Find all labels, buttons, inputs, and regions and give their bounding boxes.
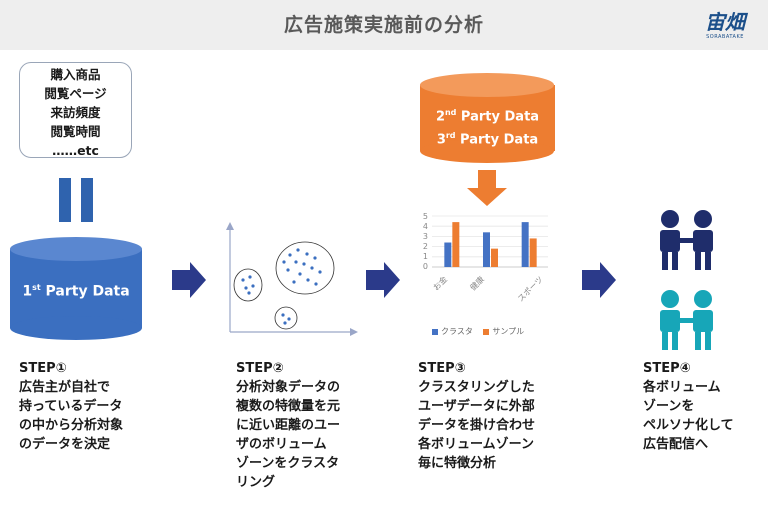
legend-label: サンプル <box>492 327 525 336</box>
external-database-icon <box>420 73 555 163</box>
attribute-item: 閲覧時間 <box>50 124 101 139</box>
header-bar <box>0 0 768 50</box>
attribute-item: 来訪頻度 <box>50 105 101 120</box>
analysis-bar-chart: 5 4 3 2 1 0 お金 健康 スポーツ クラスタ サンプル <box>418 208 558 342</box>
attribute-item: ……etc <box>52 143 99 158</box>
step-title: STEP④ <box>643 361 691 376</box>
bar-cluster <box>483 232 490 267</box>
legend-swatch-sample <box>483 328 490 335</box>
first-party-database-icon <box>10 237 142 340</box>
right-arrow-icon <box>172 262 206 298</box>
external-data-label: 2nd Party Data 3rd Party Data <box>420 103 555 150</box>
bar-left <box>59 178 71 222</box>
down-arrow-icon <box>467 170 507 206</box>
persona-icon <box>660 210 713 270</box>
bar-sample <box>491 248 498 267</box>
step-4: STEP④ 各ボリューム ゾーンを ペルソナ化して 広告配信へ <box>643 360 734 454</box>
step-description: 各ボリューム ゾーンを ペルソナ化して 広告配信へ <box>643 380 734 452</box>
legend-swatch-cluster <box>432 328 438 335</box>
step-2: STEP② 分析対象データの 複数の特徴量を元 に近い距離のユー ザのボリューム… <box>236 360 340 492</box>
bar-right <box>81 178 93 222</box>
step-title: STEP② <box>236 361 284 376</box>
step-title: STEP③ <box>418 361 466 376</box>
first-party-label: 1st Party Data <box>22 283 130 300</box>
bar-sample <box>452 222 460 267</box>
vertical-bars-connector <box>59 178 93 222</box>
page-title: 広告施策実施前の分析 <box>283 14 484 36</box>
y-tick-label: 1 <box>422 252 428 261</box>
logo-subtext: SORABATAKE <box>706 34 744 40</box>
step-description: 広告主が自社で 持っているデータ の中から分析対象 のデータを決定 <box>19 380 124 452</box>
chart-plot-area <box>432 215 548 268</box>
step-3: STEP③ クラスタリングした ユーザデータに外部 データを掛け合わせ 各ボリュ… <box>418 360 535 473</box>
second-party-line: 2nd Party Data <box>435 108 540 125</box>
step-description: 分析対象データの 複数の特徴量を元 に近い距離のユー ザのボリューム ゾーンをク… <box>236 380 341 490</box>
attribute-item: 購入商品 <box>50 67 101 82</box>
y-tick-label: 3 <box>422 232 428 241</box>
right-arrow-icon <box>366 262 400 298</box>
cluster-scatter-plot <box>226 222 358 336</box>
y-tick-label: 0 <box>422 262 428 271</box>
attribute-list-box: 購入商品 閲覧ページ 来訪頻度 閲覧時間 ……etc <box>19 62 132 158</box>
logo: 宙畑 SORABATAKE <box>700 6 750 44</box>
y-tick-label: 2 <box>422 242 428 251</box>
persona-icon <box>660 290 713 350</box>
right-arrow-icon <box>582 262 616 298</box>
bar-cluster <box>444 242 452 267</box>
y-tick-label: 4 <box>422 222 428 231</box>
chart-legend: クラスタ サンプル <box>432 326 524 337</box>
bar-cluster <box>521 222 529 267</box>
attribute-item: 閲覧ページ <box>44 86 107 101</box>
legend-label: クラスタ <box>441 327 473 336</box>
step-description: クラスタリングした ユーザデータに外部 データを掛け合わせ 各ボリュームゾーン … <box>418 380 536 471</box>
logo-text: 宙畑 <box>705 10 745 34</box>
third-party-line: 3rd Party Data <box>436 131 539 148</box>
y-tick-label: 5 <box>422 212 428 221</box>
step-1: STEP① 広告主が自社で 持っているデータ の中から分析対象 のデータを決定 <box>19 360 123 454</box>
bar-sample <box>529 238 537 267</box>
step-title: STEP① <box>19 361 67 376</box>
